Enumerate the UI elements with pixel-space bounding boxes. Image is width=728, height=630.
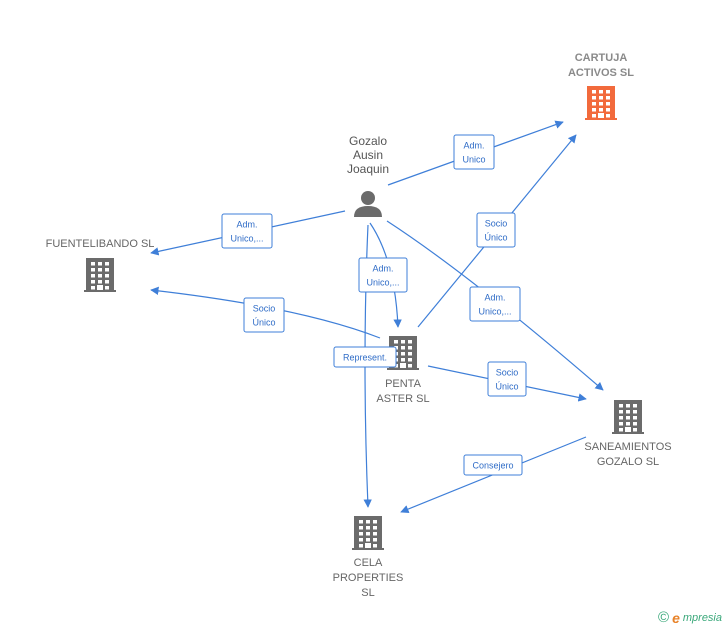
- node-label-saneamientos: SANEAMIENTOS: [584, 441, 671, 453]
- building-icon[interactable]: [612, 400, 644, 434]
- nodes-layer: CARTUJA ACTIVOS SL GozaloAusinJoaquinFUENT…: [46, 52, 672, 599]
- node-label-cartuja: ACTIVOS SL: [568, 67, 634, 79]
- edge-label-box: [463, 454, 523, 476]
- edge-label-text: Único: [252, 318, 275, 328]
- node-cartuja[interactable]: CARTUJA ACTIVOS SL: [568, 52, 634, 120]
- building-icon[interactable]: [84, 258, 116, 292]
- edge-label-text: Represent.: [343, 353, 387, 363]
- brand-logo-initial: e: [672, 609, 680, 626]
- edge-label-text: Unico,...: [478, 307, 511, 317]
- node-label-cela: PROPERTIES: [333, 572, 404, 584]
- edge-label-text: Adm.: [236, 220, 257, 230]
- edge-label-text: Socio: [485, 219, 508, 229]
- node-label-gozalo: Gozalo: [349, 134, 387, 148]
- node-label-penta: PENTA: [385, 378, 422, 390]
- edge-label-saneamientos-to-cela[interactable]: Consejero: [463, 454, 523, 476]
- edge-label-text: Unico,...: [230, 234, 263, 244]
- node-label-gozalo: Joaquin: [347, 162, 389, 176]
- node-fuentelibando[interactable]: FUENTELIBANDO SL: [46, 238, 155, 292]
- edge-label-box: [333, 346, 397, 368]
- edge-label-text: Adm.: [484, 293, 505, 303]
- edge-label-text: Único: [484, 233, 507, 243]
- node-penta[interactable]: PENTA ASTER SL: [376, 336, 430, 405]
- brand-logo-text[interactable]: mpresia: [682, 611, 722, 624]
- node-label-cela: CELA: [354, 557, 383, 569]
- building-icon[interactable]: [585, 86, 617, 120]
- edge-label-gozalo-to-cela[interactable]: Represent.: [333, 346, 397, 368]
- edge-labels-layer: Adm.UnicoAdm.Unico,...Adm.Unico,...Adm.U…: [221, 134, 527, 476]
- edge-label-text: Adm.: [463, 141, 484, 151]
- edge-label-text: Unico: [462, 155, 485, 165]
- edge-label-box: [358, 257, 408, 293]
- edge-label-box: [487, 361, 527, 397]
- copyright-icon: ©: [658, 609, 670, 626]
- node-label-cartuja: CARTUJA: [575, 52, 628, 64]
- edge-label-box: [476, 212, 516, 248]
- edge-label-text: Único: [495, 382, 518, 392]
- edge-label-box: [453, 134, 495, 170]
- edge-label-text: Adm.: [372, 264, 393, 274]
- node-cela[interactable]: CELA PROPERTIES SL: [333, 516, 404, 599]
- edge-label-text: Consejero: [472, 461, 513, 471]
- edge-label-box: [243, 297, 285, 333]
- edge-label-gozalo-to-cartuja[interactable]: Adm. Unico: [453, 134, 495, 170]
- edge-label-gozalo-to-saneamientos[interactable]: Adm. Unico,...: [469, 286, 521, 322]
- node-saneamientos[interactable]: SANEAMIENTOS GOZALO SL: [584, 400, 672, 468]
- building-icon[interactable]: [352, 516, 384, 550]
- edge-label-gozalo-to-penta[interactable]: Adm. Unico,...: [358, 257, 408, 293]
- node-label-fuentelibando: FUENTELIBANDO SL: [46, 238, 155, 250]
- person-icon[interactable]: [354, 191, 382, 217]
- edge-label-box: [221, 213, 273, 249]
- edges-layer: [150, 120, 604, 514]
- edge-label-box: [469, 286, 521, 322]
- edge-label-text: Socio: [253, 304, 276, 314]
- node-label-cela: SL: [361, 587, 374, 599]
- edge-label-gozalo-to-fuentelibando[interactable]: Adm. Unico,...: [221, 213, 273, 249]
- node-label-penta: ASTER SL: [376, 393, 429, 405]
- edge-label-text: Unico,...: [366, 278, 399, 288]
- node-label-saneamientos: GOZALO SL: [597, 456, 659, 468]
- node-label-gozalo: Ausin: [353, 148, 383, 162]
- edge-label-text: Socio: [496, 368, 519, 378]
